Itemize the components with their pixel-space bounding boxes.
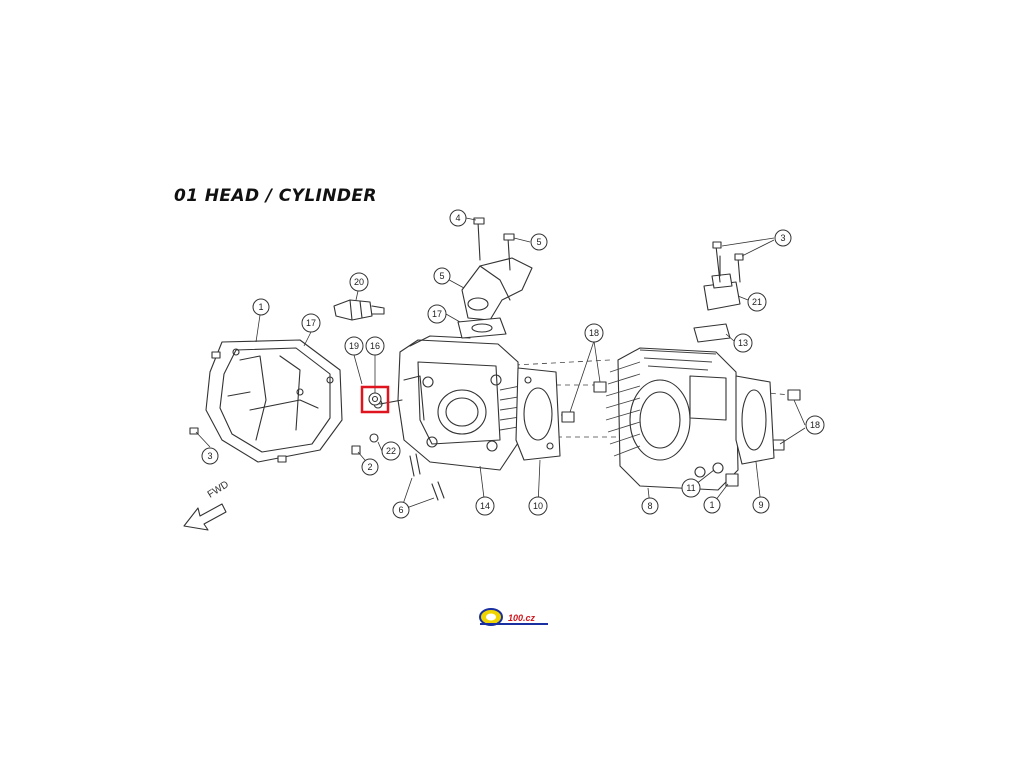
- callout-10: 10: [528, 496, 548, 516]
- svg-text:1: 1: [709, 500, 714, 510]
- callout-13: 13: [733, 333, 753, 353]
- svg-text:3: 3: [780, 233, 785, 243]
- callout-2: 2: [361, 458, 379, 476]
- logo-text: 100.cz: [508, 613, 536, 623]
- svg-text:14: 14: [480, 501, 490, 511]
- studs: [351, 433, 739, 501]
- callout-4: 4: [449, 209, 467, 227]
- svg-text:1: 1: [258, 302, 263, 312]
- svg-text:22: 22: [386, 446, 396, 456]
- svg-text:9: 9: [758, 500, 763, 510]
- intake-manifold: [457, 257, 533, 339]
- callout-19: 19: [344, 336, 364, 356]
- svg-text:16: 16: [370, 341, 380, 351]
- spark-plug: [333, 299, 385, 321]
- svg-text:19: 19: [349, 341, 359, 351]
- dowel-pins: [561, 381, 801, 451]
- svg-text:20: 20: [354, 277, 364, 287]
- svg-text:18: 18: [810, 420, 820, 430]
- fwd-label: FWD: [206, 479, 231, 500]
- fwd-arrow: [183, 503, 227, 531]
- svg-text:13: 13: [738, 338, 748, 348]
- callout-5-left: 5: [433, 267, 451, 285]
- cam-chain-tensioner: [693, 241, 744, 343]
- brand-logo: 100.cz: [479, 608, 548, 626]
- manifold-bolts: [473, 217, 515, 271]
- svg-text:17: 17: [306, 318, 316, 328]
- callout-11: 11: [681, 478, 701, 498]
- svg-text:18: 18: [589, 328, 599, 338]
- callout-18-top: 18: [584, 323, 604, 343]
- selected-part-highlight: [360, 385, 390, 414]
- callout-6: 6: [392, 501, 410, 519]
- callout-1-bolt: 1: [703, 496, 721, 514]
- callout-22: 22: [381, 441, 401, 461]
- callout-3-top: 3: [774, 229, 792, 247]
- callout-8: 8: [641, 497, 659, 515]
- svg-text:17: 17: [432, 309, 442, 319]
- callout-20: 20: [349, 272, 369, 292]
- part-16-nut: [368, 392, 382, 406]
- svg-text:6: 6: [398, 505, 403, 515]
- callout-18-right: 18: [805, 415, 825, 435]
- callout-21: 21: [747, 292, 767, 312]
- page-title: 01 HEAD / CYLINDER: [174, 186, 377, 206]
- cylinder: [605, 347, 739, 491]
- svg-text:2: 2: [367, 462, 372, 472]
- callout-5-top: 5: [530, 233, 548, 251]
- callout-16: 16: [365, 336, 385, 356]
- head-gasket: [515, 367, 561, 461]
- svg-text:11: 11: [686, 483, 695, 493]
- svg-text:4: 4: [455, 213, 460, 223]
- callout-14: 14: [475, 496, 495, 516]
- callout-17-cover: 17: [301, 313, 321, 333]
- base-gasket: [735, 375, 775, 465]
- cylinder-head: [373, 335, 527, 471]
- svg-text:3: 3: [207, 451, 212, 461]
- svg-text:5: 5: [439, 271, 444, 281]
- valve-cover: [205, 339, 343, 463]
- callout-3-bottom: 3: [201, 447, 219, 465]
- callout-1-cover: 1: [252, 298, 270, 316]
- svg-text:21: 21: [752, 297, 762, 307]
- callout-17-gasket: 17: [427, 304, 447, 324]
- svg-text:5: 5: [536, 237, 541, 247]
- svg-text:8: 8: [647, 501, 652, 511]
- svg-text:10: 10: [533, 501, 543, 511]
- callout-9: 9: [752, 496, 770, 514]
